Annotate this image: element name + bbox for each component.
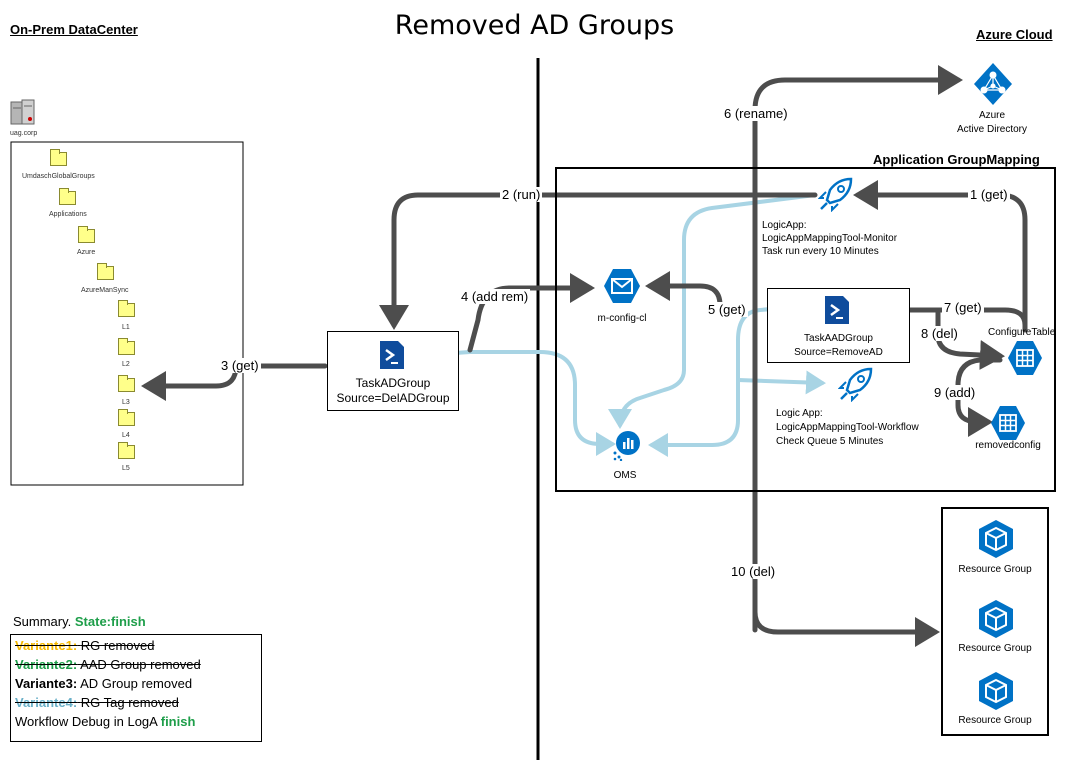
summary-row-text: RG Tag removed: [80, 695, 179, 710]
folder-label: AzureManSync: [81, 287, 129, 294]
folder-label: L4: [122, 432, 130, 439]
mconfig-label: m-config-cl: [597, 313, 647, 324]
flow-label-8: 8 (del): [919, 326, 960, 341]
folder-label: UmdaschGlobalGroups: [22, 173, 95, 180]
summary-row: Variante4: RG Tag removed: [15, 695, 261, 714]
logic-app-rocket-icon: [818, 177, 853, 212]
aad-label: Azure: [978, 110, 1006, 121]
page-title: Removed AD Groups: [394, 10, 675, 41]
logicapp-monitor-label: LogicApp:: [762, 220, 807, 231]
flow-to-logicapp-workflow: [736, 370, 826, 395]
resource-group-label: Resource Group: [958, 643, 1032, 654]
azure-region-label: Azure Cloud: [976, 27, 1053, 42]
folder-icon: [97, 263, 114, 280]
summary-row-text: AAD Group removed: [80, 657, 201, 672]
summary-state: State:finish: [74, 614, 146, 629]
removed-config-label: removedconfig: [975, 440, 1041, 451]
azure-active-directory-icon: [974, 63, 1012, 105]
folder-icon: [59, 188, 76, 205]
summary-row-text: RG removed: [80, 638, 155, 653]
flow-label-7: 7 (get): [942, 300, 984, 315]
folder-icon: [118, 375, 135, 392]
server-label: uag.corp: [10, 130, 38, 137]
summary-debug-status: finish: [160, 714, 196, 729]
task-ad-group-label: TaskADGroup: [355, 376, 431, 390]
summary-row: Variante3: AD Group removed: [15, 676, 261, 695]
logicapp-monitor-name: LogicAppMappingTool-Monitor: [762, 233, 898, 244]
flow-label-6: 6 (rename): [722, 106, 790, 121]
flow-label-4: 4 (add rem): [459, 289, 531, 304]
folder-label: Applications: [49, 211, 87, 218]
task-aad-group-node: TaskAADGroup Source=RemoveAD: [767, 288, 910, 363]
folder-icon: [50, 149, 67, 166]
folder-icon: [118, 409, 135, 426]
resource-group-cube-icon: [979, 600, 1013, 638]
oms-icon: [613, 431, 640, 461]
folder-icon: [78, 226, 95, 243]
onprem-region-label: On-Prem DataCenter: [10, 22, 138, 37]
queue-storage-icon: [604, 269, 640, 303]
powershell-script-icon: [380, 341, 404, 369]
onprem-tree-box: [10, 141, 244, 486]
resource-group-cube-icon: [979, 672, 1013, 710]
flow-7-get: [857, 295, 1028, 333]
powershell-script-icon: [825, 296, 849, 324]
flow-label-1: 1 (get): [968, 187, 1010, 202]
group-mapping-box: [555, 167, 1056, 492]
summary-row-key: Variante2:: [15, 657, 78, 672]
folder-label: L2: [122, 361, 130, 368]
resource-group-label: Resource Group: [958, 715, 1032, 726]
summary-row-text: AD Group removed: [80, 676, 193, 691]
summary-debug-line: Workflow Debug in LogA finish: [15, 714, 196, 729]
flow-2-run: [379, 192, 818, 330]
summary-heading: Summary. State:finish: [13, 614, 146, 629]
summary-row-key: Variante3:: [15, 676, 78, 691]
folder-label: L3: [122, 399, 130, 406]
resource-group-cube-icon: [979, 520, 1013, 558]
task-aad-group-label: TaskAADGroup: [804, 333, 873, 344]
folder-label: Azure: [77, 249, 96, 256]
flow-monitor-to-oms: [608, 193, 817, 429]
summary-row-key: Variante4:: [15, 695, 78, 710]
table-storage-icon: [1008, 341, 1042, 375]
resource-group-label: Resource Group: [958, 564, 1032, 575]
folder-label: L5: [122, 465, 130, 472]
summary-row: Variante2: AAD Group removed: [15, 657, 261, 676]
logicapp-workflow-name: LogicAppMappingTool-Workflow: [776, 422, 919, 433]
oms-label: OMS: [613, 470, 637, 481]
flow-taskadgroup-to-oms: [468, 350, 616, 456]
logicapp-monitor-schedule: Task run every 10 Minutes: [762, 246, 879, 257]
logicapp-workflow-label: Logic App:: [776, 408, 823, 419]
flow-label-5: 5 (get): [706, 302, 748, 317]
flow-10-del: [752, 587, 940, 647]
folder-icon: [118, 338, 135, 355]
task-ad-group-source: Source=DelADGroup: [336, 391, 450, 405]
logic-app-rocket-icon: [838, 367, 873, 402]
task-ad-group-node: TaskADGroup Source=DelADGroup: [327, 331, 459, 411]
config-table-label: ConfigureTable: [988, 327, 1056, 338]
aad-sublabel: Active Directory: [956, 124, 1027, 135]
summary-row: Variante1: RG removed: [15, 638, 261, 657]
resource-groups-box: [941, 507, 1049, 736]
folder-icon: [118, 442, 135, 459]
flow-label-2: 2 (run): [500, 187, 543, 202]
server-icon: [10, 99, 35, 125]
group-mapping-title: Application GroupMapping: [873, 152, 1040, 167]
flow-5-get: [645, 271, 723, 308]
flow-label-10: 10 (del): [729, 564, 778, 579]
folder-label: L1: [122, 324, 130, 331]
summary-row-key: Variante1:: [15, 638, 78, 653]
task-aad-group-source: Source=RemoveAD: [794, 347, 883, 358]
table-storage-icon: [991, 406, 1025, 440]
flow-label-9: 9 (add): [932, 385, 978, 400]
folder-icon: [118, 300, 135, 317]
logicapp-workflow-schedule: Check Queue 5 Minutes: [776, 436, 884, 447]
flow-label-3: 3 (get): [219, 358, 261, 373]
